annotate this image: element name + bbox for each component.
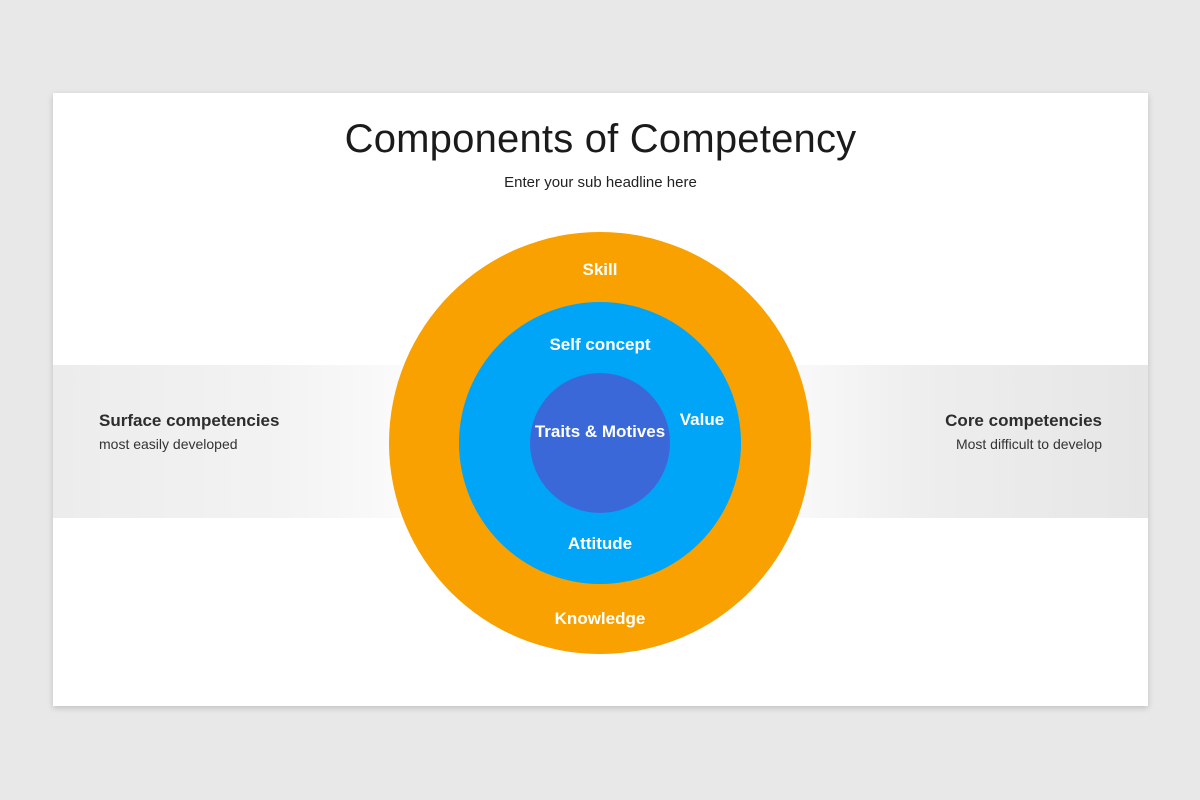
attitude-label: Attitude [567, 534, 633, 553]
inner-circle [530, 373, 670, 513]
slide: Components of Competency Enter your sub … [53, 93, 1148, 706]
surface-competencies-title: Surface competencies [99, 411, 280, 430]
self-concept-label: Self concept [549, 335, 651, 354]
slide-title: Components of Competency [344, 117, 857, 161]
traits-motives-label: Traits & Motives [534, 422, 666, 441]
value-label: Value [679, 410, 725, 429]
core-competencies-block: Core competencies Most difficult to deve… [862, 410, 1102, 454]
surface-competencies-description: most easily developed [99, 436, 238, 452]
surface-competencies-block: Surface competencies most easily develop… [99, 410, 339, 454]
core-competencies-description: Most difficult to develop [955, 436, 1102, 452]
knowledge-label: Knowledge [554, 609, 646, 628]
slide-subtitle: Enter your sub headline here [504, 174, 697, 191]
skill-label: Skill [582, 260, 618, 279]
core-competencies-title: Core competencies [945, 411, 1102, 430]
